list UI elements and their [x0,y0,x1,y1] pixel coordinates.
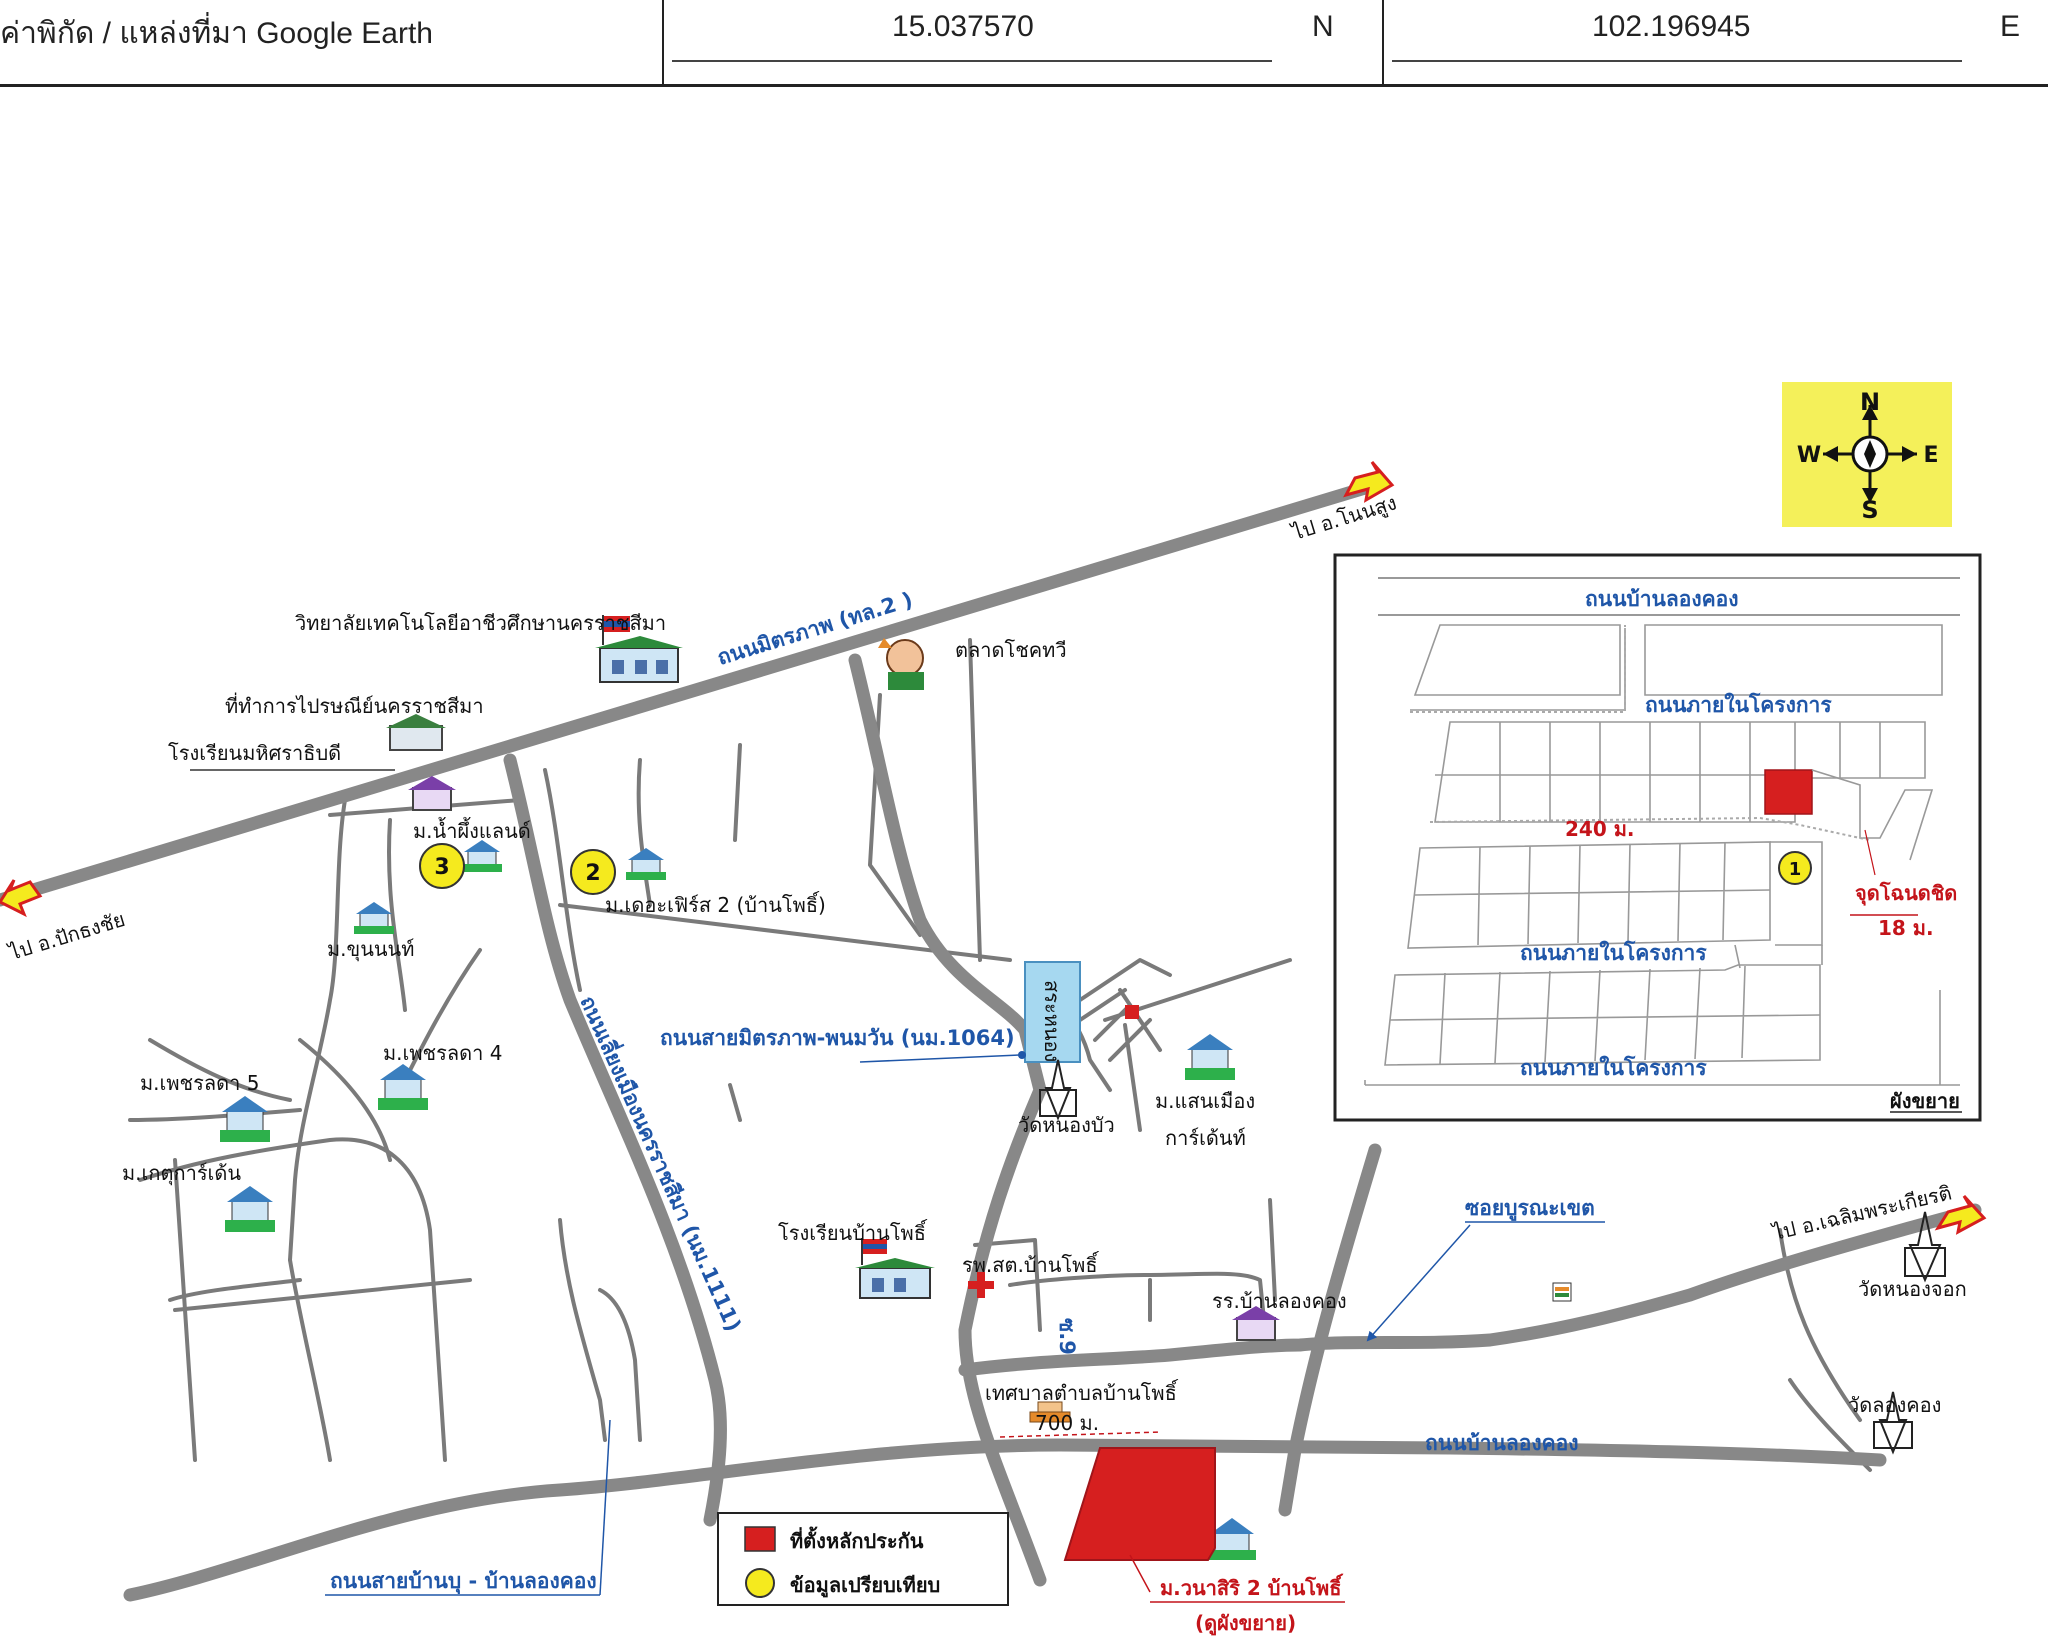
compass-e: E [1923,443,1938,468]
legend-comparable-label: ข้อมูลเปรียบเทียบ [790,1573,940,1599]
inset-distance-18: 18 ม. [1878,916,1934,940]
ban-bu-long-kong-label: ถนนสายบ้านบุ - บ้านลองคอง [330,1569,597,1595]
longitude-underline [1392,60,1962,62]
marker-2: 2 [570,849,616,895]
school-long-kong-icon [1232,1306,1280,1341]
school-mahit-icon [408,776,456,811]
legend: ที่ตั้งหลักประกัน ข้อมูลเปรียบเทียบ [717,1512,1009,1606]
soi-label: ซอยบูรณะเขต [1465,1196,1595,1222]
marker-2-label: 2 [585,861,600,886]
mittraphap-road [0,478,1382,907]
source-cell: ค่าพิกัด / แหล่งที่มา Google Earth [0,0,664,84]
post-office-icon [386,714,446,751]
pond-label: สระหนอง [1040,980,1064,1062]
subject-label-1: ม.วนาสิริ 2 บ้านโพธิ์ [1160,1573,1344,1600]
collateral-site [1063,1447,1216,1561]
legend-comparable-swatch [745,1568,775,1598]
arrow-to-non-sung [1343,461,1395,503]
village-icon-ketgarden [225,1186,275,1232]
mu-phet4-label: ม.เพชรลดา 4 [383,1041,502,1065]
main-roads [0,478,1982,1602]
longitude-value: 102.196945 [1592,10,1751,43]
compass-n: N [1860,388,1880,416]
school-mahit-label: โรงเรียนมหิศราธิบดี [168,741,341,765]
distance-700-label: 700 ม. [1035,1411,1099,1435]
inset-distance-240: 240 ม. [1565,817,1635,841]
latitude-cell: 15.037570 N [662,0,1384,84]
inset-caption: ผังขยาย [1890,1089,1960,1113]
wat-nong-bua-icon [1039,1059,1077,1121]
mu-phet5-label: ม.เพชรลดา 5 [140,1071,259,1095]
market-label: ตลาดโชคทวี [955,638,1067,662]
source-label: ค่าพิกัด / แหล่งที่มา Google Earth [0,17,433,50]
mu-namphueng-label: ม.น้ำผึ้งแลนด์ [413,817,531,843]
inset-marker-1-label: 1 [1789,859,1802,880]
compass-rose: N S W E [1782,382,1952,527]
latitude-value: 15.037570 [892,10,1034,43]
college-label: วิทยาลัยเทคโนโลยีอาชีวศึกษานครราชสีมา [295,611,666,635]
village-icon-saen-mueang [1185,1034,1235,1080]
mu-saen-mueang-label-2: การ์เด้นท์ [1165,1126,1246,1150]
subject-label-2: (ดูผังขยาย) [1195,1611,1296,1637]
wat-long-kong-label: วัดลองคอง [1848,1393,1941,1417]
inset-site-plan: ถนนบ้านลองคอง ถนนภายในโครงการ 240 ม. ถนน… [1333,553,1982,1122]
seven-eleven-icon [1552,1282,1572,1302]
marker-3: 3 [419,843,465,889]
mu-the-first-label: ม.เดอะเฟิร์ส 2 (บ้านโพธิ์) [605,890,826,917]
village-icon-phet5 [220,1096,270,1142]
inset-road-inner3: ถนนภายในโครงการ [1520,1055,1707,1080]
mu-khunnon-label: ม.ขุนนนท์ [327,937,414,962]
inset-road-top: ถนนบ้านลองคอง [1585,587,1739,611]
wat-nong-bua-label: วัดหนองบัว [1018,1113,1115,1137]
school-ban-pho-label: โรงเรียนบ้านโพธิ์ [778,1218,928,1245]
compass-w: W [1797,443,1821,468]
inset-road-inner1: ถนนภายในโครงการ [1645,692,1832,717]
mu-ketgarden-label: ม.เกตุการ์เด้น [122,1161,241,1186]
coordinate-header: ค่าพิกัด / แหล่งที่มา Google Earth 15.03… [0,0,2048,87]
mittraphap-phanom-wan-label: ถนนสายมิตรภาพ-พนมวัน (นม.1064) [660,1026,1015,1050]
pond [1024,961,1081,1063]
longitude-cell: 102.196945 E [1382,0,2048,84]
market-icon [878,638,924,690]
mu-saen-mueang-label-1: ม.แสนเมือง [1155,1089,1255,1113]
post-office-label: ที่ทำการไปรษณีย์นครราชสีมา [225,692,484,718]
inset-road-inner2: ถนนภายในโครงการ [1520,940,1707,965]
village-icon-phet4 [378,1064,428,1110]
village-icon-khunnon [354,902,394,934]
village-icon-the-first [626,848,666,880]
college-icon [595,615,683,683]
legend-collateral-swatch [744,1526,776,1552]
compass-s: S [1861,496,1878,524]
latitude-underline [672,60,1272,62]
municipality-icon [1029,1401,1071,1423]
soi9-label: ซ.9 [1055,1318,1079,1355]
municipality-label: เทศบาลตำบลบ้านโพธิ์ [985,1378,1179,1405]
wat-long-kong-icon [1873,1391,1913,1455]
school-long-kong-label: รร.บ้านลองคอง [1212,1289,1347,1313]
inset-point-label: จุดโฉนดชิด [1855,881,1957,906]
inset-marker-1 [1778,851,1812,885]
school-ban-pho-icon [855,1238,935,1299]
village-icon-subject [1208,1518,1256,1560]
arrow-to-pak-thong-chai [0,879,43,918]
arrow-to-chaloem [1934,1194,1987,1235]
longitude-direction: E [2000,10,2021,43]
wat-nong-chok-label: วัดหนองจอก [1858,1277,1967,1301]
marker-3-label: 3 [434,855,449,880]
inset-collateral-lot [1764,769,1813,815]
ban-long-kong-label: ถนนบ้านลองคอง [1425,1431,1579,1455]
health-label: รพ.สต.บ้านโพธิ์ [962,1250,1100,1277]
wat-nong-chok-icon [1904,1211,1946,1283]
legend-collateral-label: ที่ตั้งหลักประกัน [790,1526,924,1553]
small-red-lot [1125,1005,1139,1019]
village-icon-namphueng [462,840,502,872]
health-center-icon [968,1272,994,1298]
latitude-direction: N [1312,10,1334,43]
to-pak-thong-chai-label: ไป อ.ปักธงชัย [5,907,128,965]
